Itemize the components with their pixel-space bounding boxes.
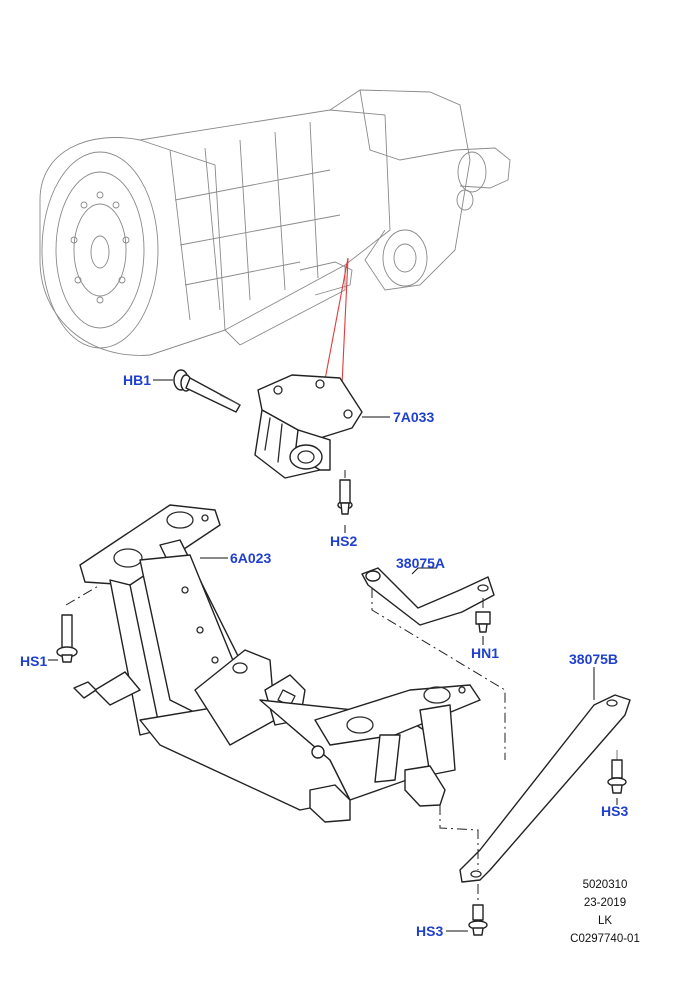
nut-hn1 [475, 598, 491, 633]
bolt-hb1 [173, 369, 241, 413]
callout-hb1: HB1 [123, 372, 151, 388]
callout-38075a: 38075A [396, 555, 445, 571]
callout-labels: HB1 7A033 HS2 6A023 38075A HN1 HS1 38075… [20, 372, 628, 939]
leader-lines [48, 379, 618, 932]
bolt-hs1 [56, 584, 101, 663]
callout-7a033: 7A033 [393, 409, 434, 425]
illustration-number: C0297740-01 [570, 933, 640, 945]
reference-initials: LK [597, 915, 613, 927]
callout-hs3-right: HS3 [601, 803, 628, 819]
bracket-38075b [439, 694, 631, 883]
callout-38075b: 38075B [569, 651, 618, 667]
callout-hs2: HS2 [330, 533, 357, 549]
crossmember-6a023 [73, 504, 481, 823]
drawing-reference-block: 5020310 23-2019 LK C0297740-01 [540, 876, 670, 948]
callout-hs3-bottom: HS3 [416, 923, 443, 939]
bolt-hs3-right [607, 750, 627, 794]
reference-date: 23-2019 [583, 897, 627, 909]
callout-hs1: HS1 [20, 653, 47, 669]
bracket-38075a [361, 567, 506, 760]
callout-hn1: HN1 [471, 645, 499, 661]
reference-code: 5020310 [582, 879, 628, 891]
transmission-illustration [39, 89, 511, 356]
transmission-mount-7a033 [254, 374, 363, 479]
bolt-hs2 [337, 470, 353, 515]
bolt-hs3-bottom [468, 884, 488, 936]
callout-6a023: 6A023 [230, 550, 271, 566]
